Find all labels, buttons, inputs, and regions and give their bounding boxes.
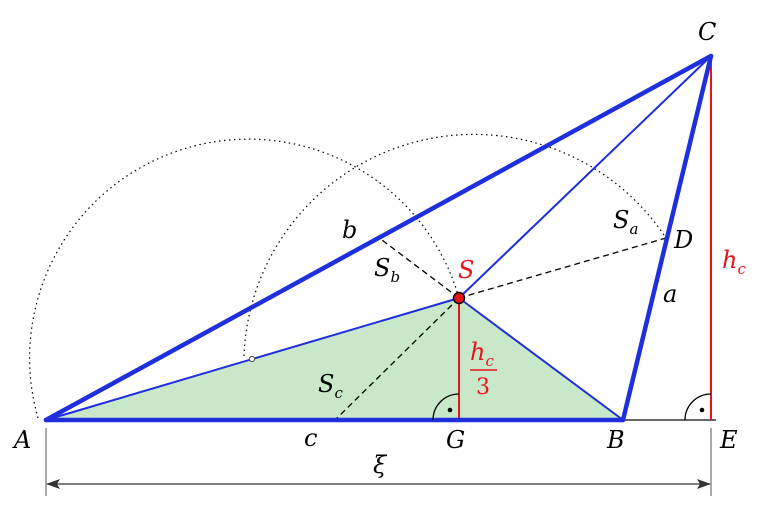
centroid-point-s [452,291,466,305]
right-angle-marker-g [432,393,460,421]
fraction-denominator: 3 [476,375,490,400]
dotted-arc-left [29,138,460,419]
label-point-e: E [719,426,738,454]
label-side-a: a [663,280,677,308]
label-height-hc-third: hc 3 [470,338,497,400]
label-segment-sb: Sb [374,254,400,286]
label-height-hc: hc [722,246,746,278]
right-angle-marker-e [684,393,712,421]
svg-text:hc: hc [470,338,494,370]
label-point-s: S [458,256,474,284]
segment-sa [458,237,667,299]
segment-sc [334,297,460,421]
label-point-c: C [698,18,716,46]
shaded-triangle-abs [46,298,623,420]
label-point-b: B [606,426,625,454]
label-point-a: A [12,426,31,454]
arc-point [248,355,256,363]
dotted-arc-right [243,133,667,357]
label-segment-sc: Sc [318,370,343,402]
label-segment-sa: Sa [613,206,638,238]
label-dimension-xi: ξ [373,451,388,479]
side-a [620,53,714,423]
label-point-g: G [446,426,465,454]
label-side-b: b [342,216,357,244]
label-side-c: c [304,424,317,452]
line-s-c [458,55,712,299]
segment-sb [377,236,460,299]
line-s-b [458,297,624,421]
label-point-d: D [673,226,693,254]
side-b [43,53,714,423]
